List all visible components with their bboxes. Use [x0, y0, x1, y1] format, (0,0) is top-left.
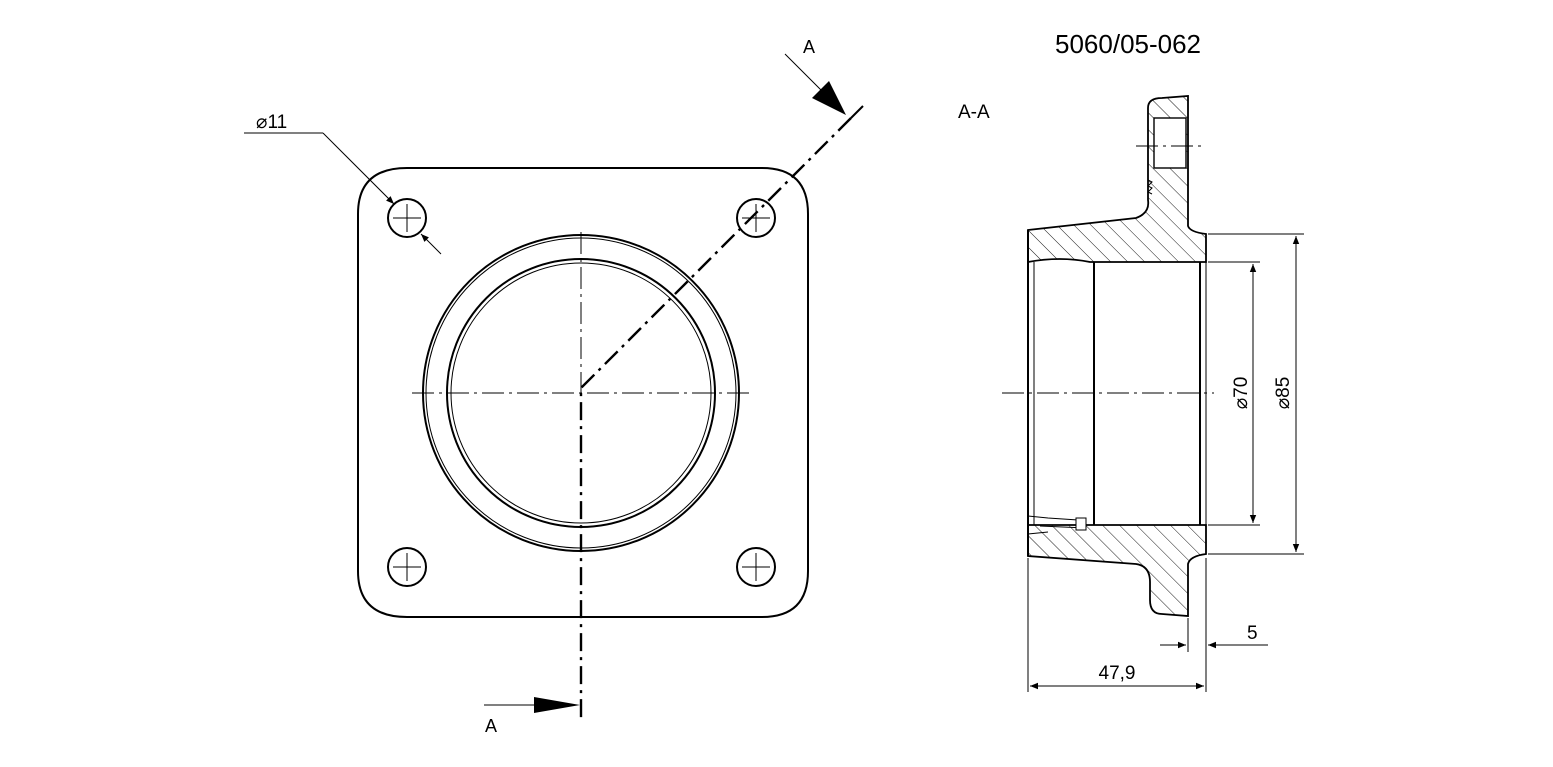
part-number: 5060/05-062 [1055, 29, 1201, 59]
flange-outline [357, 167, 809, 618]
flange-thickness-label: 5 [1247, 623, 1258, 644]
section-marker-bottom: A [485, 716, 497, 736]
bore-diameter-label: ⌀70 [1231, 377, 1252, 410]
section-arrow-top [784, 53, 846, 115]
section-view: ⌀70 ⌀85 47,9 5 [1002, 95, 1304, 692]
outer-diameter-label: ⌀85 [1273, 377, 1294, 410]
flange-bolt-hole [1153, 117, 1187, 169]
section-bottom-half [1027, 524, 1207, 617]
section-title: A-A [958, 102, 990, 123]
bolt-hole-bottom-right [736, 547, 776, 587]
hole-diameter-leader [244, 132, 442, 255]
length-label: 47,9 [1099, 663, 1136, 684]
bolt-hole-top-right [736, 198, 776, 238]
front-view: A A ⌀11 [244, 37, 864, 736]
bolt-hole-top-left [387, 198, 427, 238]
section-marker-top: A [803, 37, 815, 57]
section-cut-line [579, 117, 852, 720]
section-arrow-bottom [484, 697, 580, 713]
bolt-hole-bottom-left [387, 547, 427, 587]
hole-diameter-label: ⌀11 [256, 112, 287, 133]
